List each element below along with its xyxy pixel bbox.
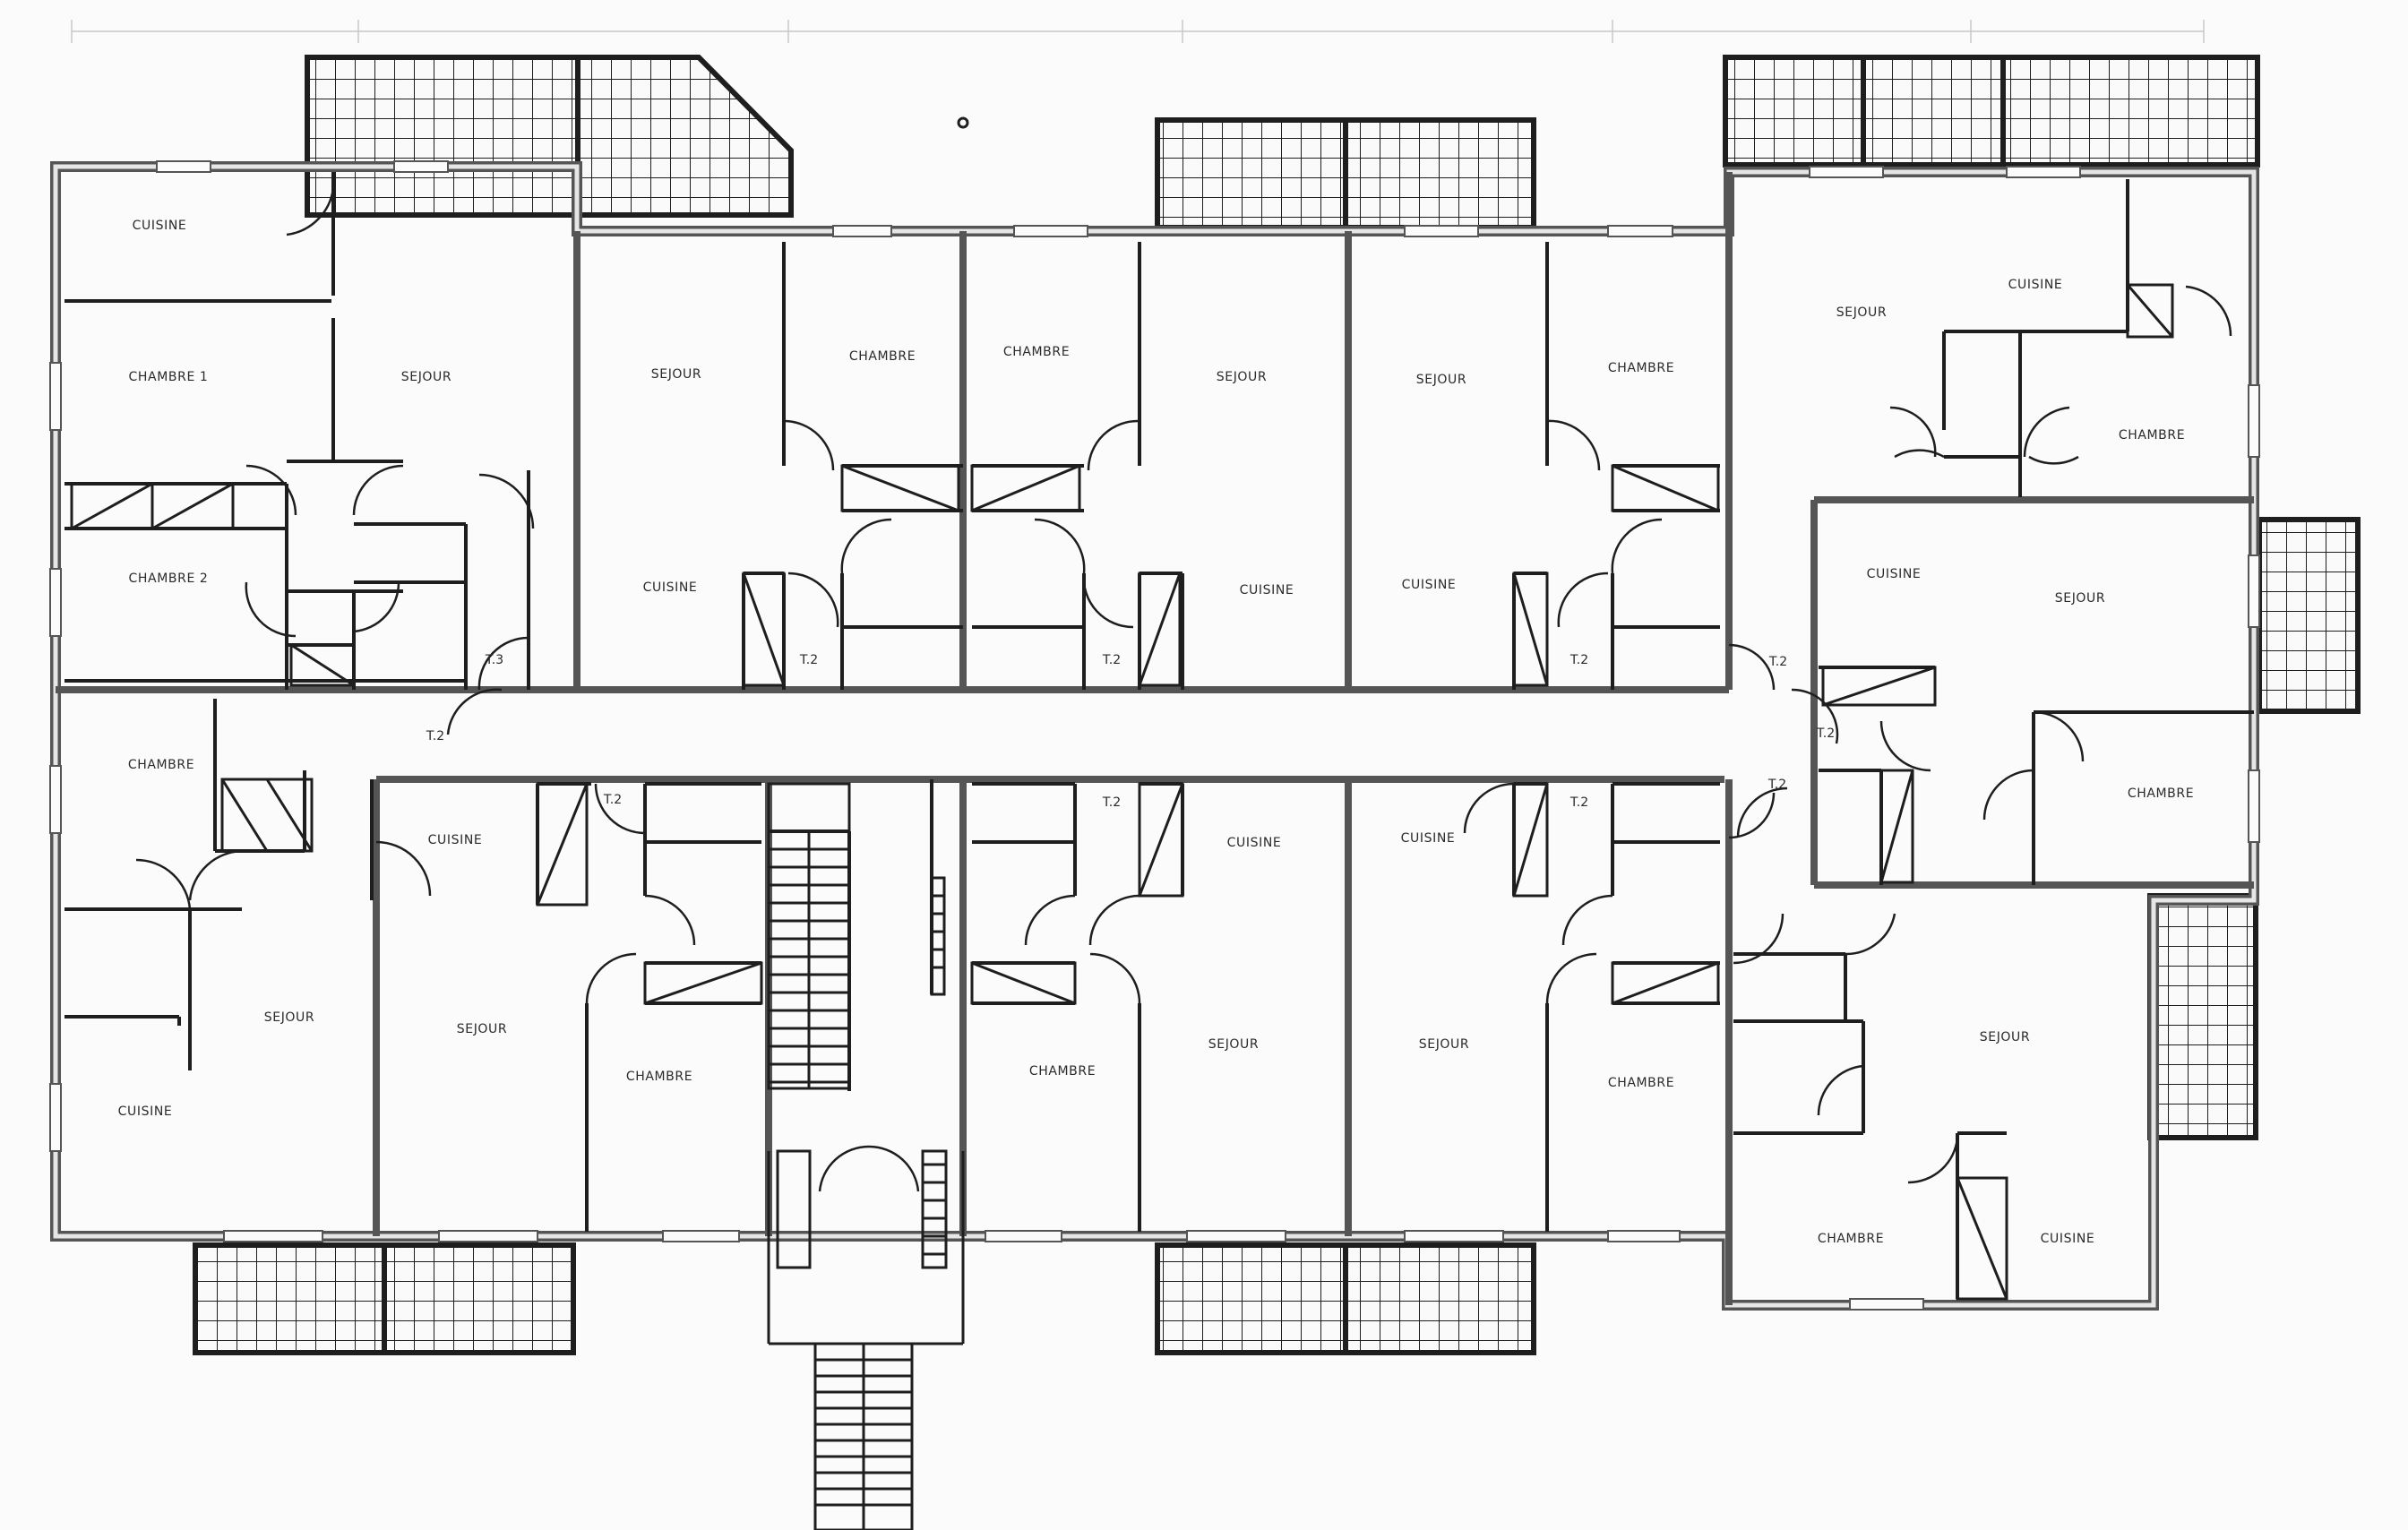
unit-label: T.2 — [1570, 653, 1588, 667]
dimension-line — [71, 20, 2205, 43]
room-label: SEJOUR — [2055, 591, 2105, 606]
balcony-nw — [305, 55, 794, 218]
room-label: SEJOUR — [457, 1022, 507, 1036]
room-label: CHAMBRE — [1029, 1064, 1096, 1079]
room-label: CUISINE — [133, 219, 187, 233]
room-label: CUISINE — [1867, 567, 1922, 581]
room-label: CHAMBRE — [2119, 428, 2185, 443]
room-label: CUISINE — [118, 1105, 173, 1119]
room-label: SEJOUR — [1217, 370, 1267, 384]
unit-labels: T.3 T.2 T.2 T.2 T.2 T.2 T.2 T.2 T.2 T.2 … — [426, 653, 1835, 810]
balcony-e — [2257, 517, 2361, 714]
windows — [49, 160, 2260, 1311]
balcony-se — [2147, 893, 2258, 1140]
unit-label: T.2 — [603, 793, 622, 807]
partitions — [64, 172, 2254, 1299]
unit-label: T.2 — [1102, 653, 1121, 667]
room-label: CHAMBRE — [1608, 1076, 1674, 1090]
room-label: SEJOUR — [1836, 305, 1887, 320]
room-label: CHAMBRE 1 — [129, 370, 209, 384]
room-label: CUISINE — [2008, 278, 2063, 292]
unit-label: T.3 — [485, 653, 503, 667]
room-label: CHAMBRE 2 — [129, 572, 209, 586]
interior-walls — [56, 172, 2254, 1305]
room-label: SEJOUR — [1416, 373, 1466, 387]
unit-label: T.2 — [1102, 795, 1121, 810]
room-label: CHAMBRE — [626, 1070, 692, 1084]
room-label: CUISINE — [1227, 836, 1282, 850]
room-label: SEJOUR — [651, 367, 701, 382]
room-label: CUISINE — [1401, 831, 1456, 846]
room-labels: CUISINE CHAMBRE 1 SEJOUR CHAMBRE 2 SEJOU… — [118, 219, 2194, 1246]
room-label: CUISINE — [428, 833, 483, 847]
room-label: CHAMBRE — [1818, 1232, 1884, 1246]
room-label: CUISINE — [643, 580, 698, 595]
room-label: SEJOUR — [264, 1010, 314, 1025]
room-label: CHAMBRE — [2128, 786, 2194, 801]
room-label: SEJOUR — [1980, 1030, 2030, 1044]
survey-mark — [957, 116, 969, 129]
room-label: CUISINE — [1240, 583, 1294, 597]
closets — [70, 283, 2174, 1301]
room-label: CUISINE — [2041, 1232, 2095, 1246]
unit-label: T.2 — [1767, 778, 1786, 792]
door-swings — [135, 187, 2232, 1192]
room-label: CUISINE — [1402, 578, 1457, 592]
outer-walls — [50, 161, 2259, 1311]
unit-label: T.2 — [1816, 726, 1835, 741]
room-label: CHAMBRE — [1003, 345, 1070, 359]
balconies — [193, 55, 2361, 1355]
unit-label: T.2 — [1570, 795, 1588, 810]
unit-label: T.2 — [1768, 655, 1787, 669]
unit-label: T.2 — [799, 653, 818, 667]
room-label: CHAMBRE — [128, 758, 194, 772]
room-label: SEJOUR — [1208, 1037, 1259, 1052]
room-label: SEJOUR — [401, 370, 452, 384]
room-label: CHAMBRE — [1608, 361, 1674, 375]
unit-label: T.2 — [426, 729, 444, 744]
room-label: CHAMBRE — [849, 349, 916, 364]
room-label: SEJOUR — [1419, 1037, 1469, 1052]
staircase — [767, 782, 965, 1530]
balcony-ne — [1723, 55, 2260, 168]
